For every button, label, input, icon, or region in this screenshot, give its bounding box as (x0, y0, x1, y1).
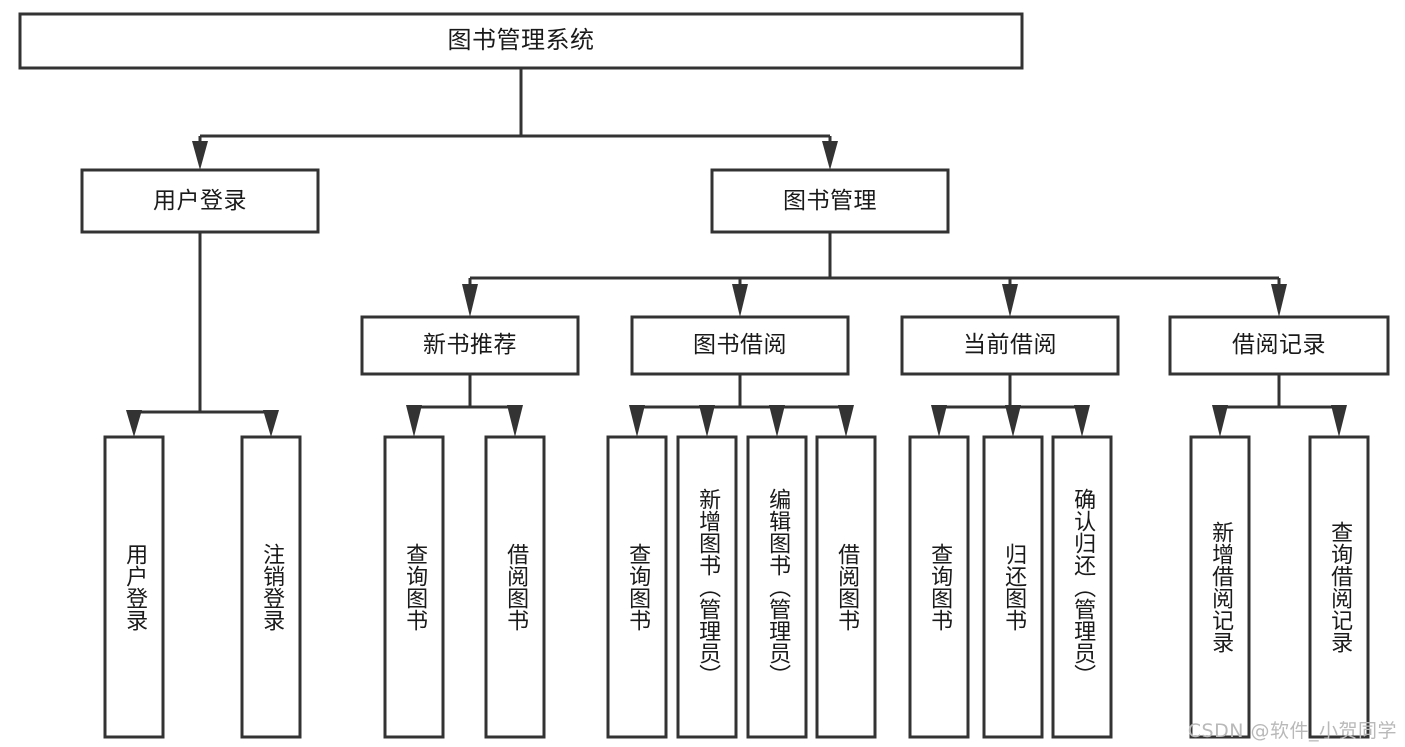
arrow-head-leaf-query-record (1331, 405, 1347, 437)
node-box-leaf-12[interactable] (1308, 435, 1370, 739)
arrow-head-leaf-return-book (1005, 405, 1021, 437)
node-box-new-book[interactable] (360, 315, 580, 376)
node-box-leaf-1[interactable] (240, 435, 302, 739)
node-box-root[interactable] (18, 12, 1024, 70)
arrow-head-leaf-user-login (126, 410, 142, 437)
arrow-head-leaf-logout (263, 410, 279, 437)
node-box-book-manage[interactable] (710, 168, 950, 234)
arrow-head-leaf-query-book-1 (406, 405, 422, 437)
node-box-leaf-7[interactable] (815, 435, 877, 739)
node-box-leaf-10[interactable] (1051, 435, 1113, 739)
watermark-text: CSDN @软件_小贺同学 (1187, 720, 1397, 742)
node-box-leaf-6[interactable] (746, 435, 808, 739)
node-box-leaf-0[interactable] (103, 435, 165, 739)
node-box-book-borrow[interactable] (630, 315, 850, 376)
node-box-leaf-5[interactable] (676, 435, 738, 739)
arrow-head-leaf-query-book-3 (931, 405, 947, 437)
arrow-head-borrow-record (1271, 284, 1287, 317)
arrow-head-leaf-add-record (1212, 405, 1228, 437)
arrow-head-borrow (732, 284, 748, 317)
node-box-leaf-3[interactable] (484, 435, 546, 739)
boxes-layer (18, 12, 1390, 739)
arrow-head-leaf-borrow-book-1 (507, 405, 523, 437)
arrow-head-leaf-borrow-book-2 (838, 405, 854, 437)
arrow-head-new-book (462, 284, 478, 317)
arrow-head-user-login (192, 141, 208, 170)
arrow-head-leaf-confirm-return (1074, 405, 1090, 437)
arrow-head-current-borrow (1002, 284, 1018, 317)
node-box-user-login[interactable] (80, 168, 320, 234)
node-box-leaf-4[interactable] (606, 435, 668, 739)
arrow-head-leaf-add-book (699, 405, 715, 437)
arrow-head-leaf-edit-book (769, 405, 785, 437)
node-box-leaf-2[interactable] (383, 435, 445, 739)
arrow-head-book-manage (822, 141, 838, 170)
node-box-leaf-9[interactable] (982, 435, 1044, 739)
node-box-current-borrow[interactable] (900, 315, 1120, 376)
arrow-head-leaf-query-book-2 (629, 405, 645, 437)
node-box-leaf-8[interactable] (908, 435, 970, 739)
node-box-borrow-record[interactable] (1168, 315, 1390, 376)
connectors-layer (126, 68, 1347, 437)
node-box-leaf-11[interactable] (1189, 435, 1251, 739)
